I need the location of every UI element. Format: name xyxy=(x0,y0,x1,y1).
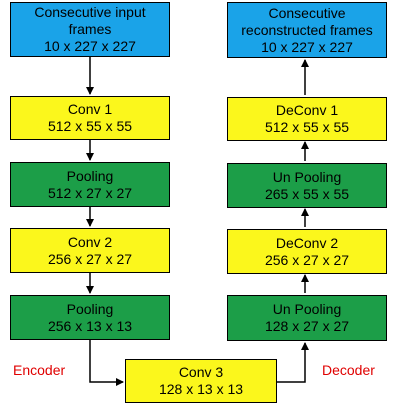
box-title: Conv 3 xyxy=(178,364,224,380)
box-title: Un Pooling xyxy=(272,301,342,317)
box-title: Un Pooling xyxy=(272,168,342,185)
encoder-label: Encoder xyxy=(13,362,66,378)
conv1-box: Conv 1 512 x 55 x 55 xyxy=(10,96,170,140)
box-dims: 128 x 13 x 13 xyxy=(158,381,244,397)
input-frames-box: Consecutive input frames 10 x 227 x 227 xyxy=(10,2,170,57)
arrow-conv3-unpool2 xyxy=(277,342,309,383)
box-title: Conv 2 xyxy=(67,233,113,250)
pooling1-box: Pooling 512 x 27 x 27 xyxy=(10,162,170,207)
box-dims: 256 x 13 x 13 xyxy=(47,317,133,334)
conv3-box: Conv 3 128 x 13 x 13 xyxy=(125,359,277,403)
box-title: Pooling xyxy=(66,300,114,317)
box-title: Conv 1 xyxy=(67,101,113,117)
deconv2-box: DeConv 2 256 x 27 x 27 xyxy=(227,229,387,274)
box-title: Pooling xyxy=(66,167,114,184)
unpooling2-box: Un Pooling 128 x 27 x 27 xyxy=(227,295,387,341)
box-dims: 512 x 55 x 55 xyxy=(47,118,133,134)
box-dims: 265 x 55 x 55 xyxy=(264,185,350,202)
pooling2-box: Pooling 256 x 13 x 13 xyxy=(10,295,170,340)
box-dims: 128 x 27 x 27 xyxy=(264,318,350,334)
box-dims: 512 x 27 x 27 xyxy=(47,184,133,201)
arrow-pool2-conv3 xyxy=(89,340,124,386)
box-dims: 256 x 27 x 27 xyxy=(47,250,133,267)
reconstructed-frames-box: Consecutive reconstructed frames 10 x 22… xyxy=(227,2,387,58)
box-dims: 10 x 227 x 227 xyxy=(44,38,136,54)
conv2-box: Conv 2 256 x 27 x 27 xyxy=(10,228,170,273)
box-title: Consecutive reconstructed frames xyxy=(241,4,373,38)
box-dims: 256 x 27 x 27 xyxy=(264,251,350,268)
box-dims: 512 x 55 x 55 xyxy=(264,119,350,135)
deconv1-box: DeConv 1 512 x 55 x 55 xyxy=(227,97,387,141)
box-title: DeConv 1 xyxy=(275,102,339,118)
unpooling1-box: Un Pooling 265 x 55 x 55 xyxy=(227,163,387,208)
decoder-label: Decoder xyxy=(322,362,375,378)
box-title: Consecutive input frames xyxy=(34,4,146,37)
box-dims: 10 x 227 x 227 xyxy=(261,38,353,55)
box-title: DeConv 2 xyxy=(275,234,339,251)
